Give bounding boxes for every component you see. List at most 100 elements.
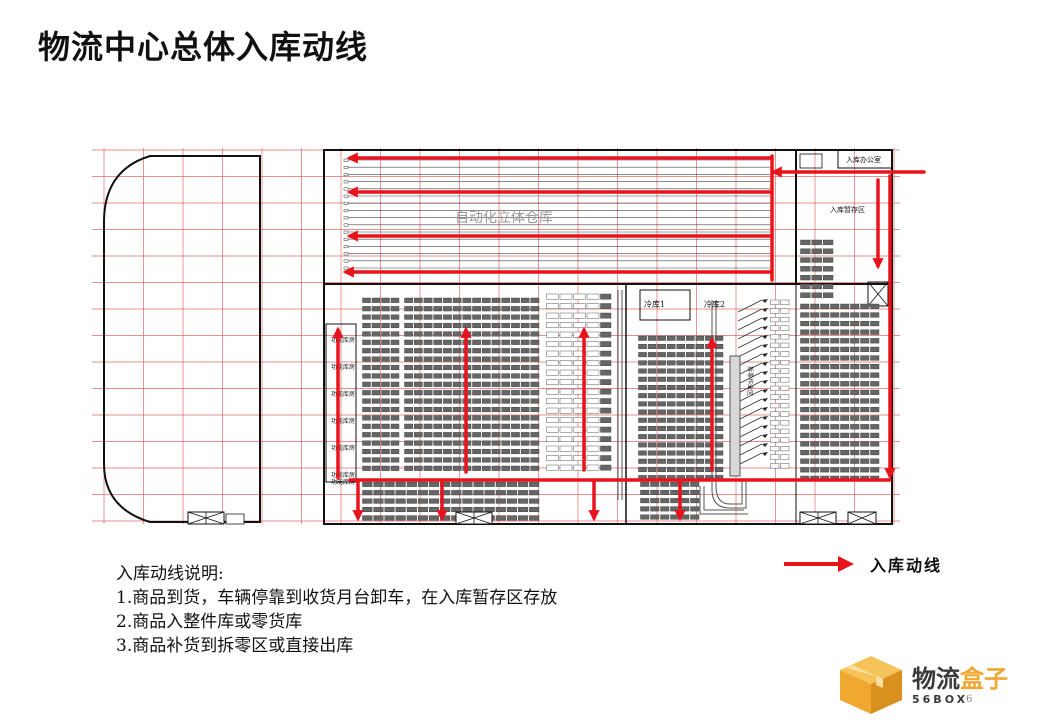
rack-cell <box>850 303 860 309</box>
rack-cell <box>840 372 850 378</box>
rack-cell <box>714 385 724 390</box>
rack-cell <box>520 356 530 362</box>
rack-cell <box>840 389 850 395</box>
rack-cell <box>472 415 481 421</box>
rack-cell <box>433 323 443 329</box>
rack-cell <box>511 432 520 438</box>
rack-cell <box>381 423 390 429</box>
rack-cell <box>695 352 705 358</box>
asrs-rack-end <box>343 173 349 177</box>
rack-cell <box>371 457 381 463</box>
rack-cell <box>429 515 440 521</box>
rack-cell <box>647 385 657 390</box>
rack-cell <box>714 352 724 358</box>
rack-cell <box>511 356 520 362</box>
rack-cell <box>423 465 433 471</box>
rack-cell <box>676 368 685 374</box>
rack-cell <box>529 498 540 504</box>
rack-cell <box>870 381 880 387</box>
rack-cell <box>650 514 660 520</box>
rack-cell <box>443 297 452 303</box>
rack-cell <box>414 432 423 438</box>
rack-cell <box>559 379 573 385</box>
rack-cell <box>390 297 400 303</box>
rack-cell <box>870 432 880 438</box>
rack-cell <box>501 314 511 320</box>
rack-cell <box>800 441 810 447</box>
rack-cell <box>840 407 850 413</box>
rack-cell <box>452 432 462 438</box>
rack-cell <box>429 490 440 496</box>
rack-cell <box>414 449 423 455</box>
rack-cell <box>810 415 820 421</box>
conveyor-lines <box>617 290 748 515</box>
asrs-rack-end <box>343 245 349 249</box>
rack-cell <box>650 498 660 504</box>
rack-cell <box>800 257 811 263</box>
rack-cell <box>406 515 417 521</box>
rack-cell <box>452 457 462 463</box>
rack-cell <box>780 428 790 434</box>
rack-cell <box>650 490 660 495</box>
rack-cell <box>840 355 850 361</box>
rack-cell <box>559 312 573 319</box>
rack-cell <box>362 432 371 438</box>
picking-lane <box>737 371 763 385</box>
rack-cell <box>390 339 400 345</box>
rack-cell <box>417 498 428 504</box>
rack-cell <box>482 407 491 413</box>
rack-cell <box>600 369 612 376</box>
rack-cell <box>695 450 705 456</box>
rack-cell <box>381 331 390 337</box>
rack-cell <box>660 498 670 504</box>
rack-cell <box>501 306 511 312</box>
rack-cell <box>404 457 413 463</box>
rack-cell <box>657 360 666 366</box>
rack-cell <box>433 381 443 387</box>
rack-cell <box>451 507 462 513</box>
rack-cell <box>501 440 511 446</box>
rack-cell <box>373 515 384 521</box>
rack-cell <box>462 507 473 513</box>
asrs-rack-end <box>343 201 349 205</box>
rack-cell <box>666 360 676 366</box>
rack-cell <box>472 365 481 371</box>
rack-cell <box>529 481 540 487</box>
rack-cell <box>820 372 830 378</box>
rack-cell <box>830 321 840 327</box>
rack-cell <box>390 356 400 362</box>
rack-cell <box>371 465 381 471</box>
rack-cell <box>586 407 600 414</box>
rack-cell <box>676 352 685 358</box>
rack-cell <box>810 364 820 370</box>
rack-cell <box>451 498 462 504</box>
rack-cell <box>600 350 612 357</box>
rack-cell <box>600 341 612 347</box>
rack-cell <box>452 449 462 455</box>
rack-cell <box>518 490 529 496</box>
rack-cell <box>482 398 491 404</box>
rack-cell <box>443 356 452 362</box>
rack-cell <box>840 364 850 370</box>
rack-cell <box>840 303 850 309</box>
rack-cell <box>586 341 600 347</box>
rack-cell <box>780 377 790 383</box>
rack-cell <box>423 348 433 354</box>
rack-cell <box>390 457 400 463</box>
small-room-labels: 功能库房 功能库房 功能库房 功能库房 功能库房 功能库房 功能库房 <box>331 336 355 486</box>
rack-cell <box>600 445 612 452</box>
rack-cell <box>452 373 462 379</box>
rack-cell <box>810 338 820 344</box>
rack-cell <box>695 335 705 341</box>
rack-cell <box>404 415 413 421</box>
rack-cell <box>822 239 834 246</box>
rack-cell <box>429 507 440 513</box>
rack-cell <box>666 442 676 448</box>
rack-cell <box>650 481 660 487</box>
rack-cell <box>860 441 870 447</box>
rack-cell <box>780 454 790 460</box>
rack-cell <box>666 409 676 415</box>
rack-cell <box>810 372 820 378</box>
rack-cell <box>390 323 400 329</box>
rack-cell <box>414 457 423 463</box>
